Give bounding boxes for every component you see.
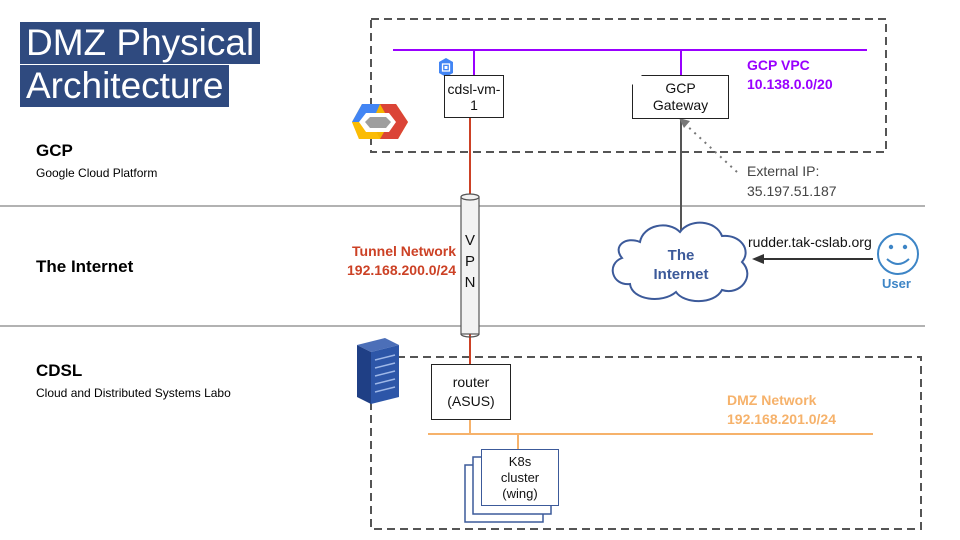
server-icon <box>357 338 399 404</box>
cdsl-region-border <box>370 356 922 530</box>
dmz-cidr: 192.168.201.0/24 <box>727 411 836 427</box>
external-ip-pointer <box>684 123 738 173</box>
tunnel-label: Tunnel Network 192.168.200.0/24 <box>347 242 456 280</box>
gateway-node: GCP Gateway <box>632 75 729 119</box>
section-cdsl-subtitle: Cloud and Distributed Systems Labo <box>36 386 231 400</box>
internet-cloud-line-1: The <box>667 247 695 264</box>
tunnel-name: Tunnel Network <box>352 243 456 259</box>
router-node: router (ASUS) <box>431 364 511 420</box>
title-line-1: DMZ Physical <box>20 22 261 64</box>
section-cdsl: CDSL Cloud and Distributed Systems Labo <box>36 361 231 400</box>
gateway-label: GCP Gateway <box>652 80 709 113</box>
internet-cloud-icon <box>611 221 749 303</box>
page-title: DMZ Physical Architecture <box>20 22 261 108</box>
vm-label: cdsl-vm-1 <box>447 80 501 113</box>
section-cdsl-name: CDSL <box>36 361 83 380</box>
external-ip: External IP: 35.197.51.187 <box>747 161 837 201</box>
dmz-label: DMZ Network 192.168.201.0/24 <box>727 391 836 429</box>
section-gcp-subtitle: Google Cloud Platform <box>36 166 158 180</box>
vpn-letter-n: N <box>464 274 476 291</box>
vpn-letter-v: V <box>464 232 475 249</box>
domain-label: rudder.tak-cslab.org <box>748 234 872 250</box>
tunnel-cidr: 192.168.200.0/24 <box>347 262 456 278</box>
compute-engine-icon <box>439 58 453 77</box>
router-line-2: (ASUS) <box>447 393 495 409</box>
user-label: User <box>882 276 911 291</box>
section-internet-name: The Internet <box>36 257 134 276</box>
vpn-letter-p: P <box>464 253 475 270</box>
cluster-node: K8s cluster (wing) <box>481 449 559 506</box>
section-gcp-name: GCP <box>36 141 73 160</box>
user-icon <box>877 233 919 275</box>
vpc-label: GCP VPC 10.138.0.0/20 <box>747 56 833 94</box>
dmz-name: DMZ Network <box>727 392 817 408</box>
cluster-line-1: K8s <box>508 453 532 469</box>
vpc-cidr: 10.138.0.0/20 <box>747 76 833 92</box>
router-line-1: router <box>452 374 490 390</box>
internet-cloud-label: The Internet <box>641 246 721 284</box>
external-ip-label: External IP: <box>747 163 820 179</box>
gcp-region-border <box>370 18 887 153</box>
internet-cloud-line-2: Internet <box>653 266 709 283</box>
external-ip-value: 35.197.51.187 <box>747 183 837 199</box>
vpn-tube <box>460 193 480 338</box>
section-internet: The Internet <box>36 257 133 277</box>
vpc-name: GCP VPC <box>747 57 810 73</box>
title-line-2: Architecture <box>20 65 230 107</box>
vm-node: cdsl-vm-1 <box>444 75 504 118</box>
cluster-line-2: cluster <box>500 469 540 485</box>
cluster-line-3: (wing) <box>502 485 538 501</box>
section-gcp: GCP Google Cloud Platform <box>36 141 157 180</box>
gcp-logo-icon <box>352 104 408 139</box>
vpn-label: V P N <box>461 230 479 293</box>
